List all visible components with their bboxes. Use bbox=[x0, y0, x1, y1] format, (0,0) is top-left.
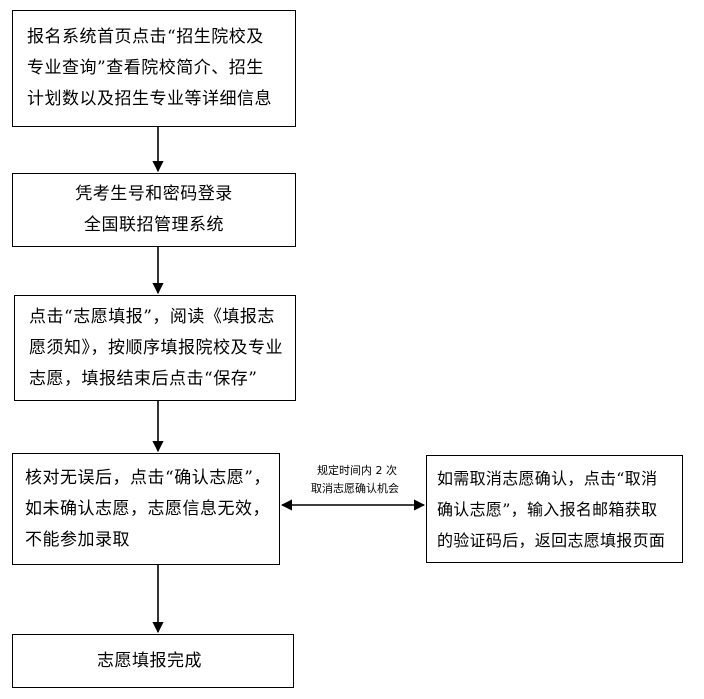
side-box-line: 确认志愿”，输入报名邮箱获取 bbox=[437, 499, 658, 519]
step-box-4-confirm-preferences: 核对无误后，点击“确认志愿”， 如未确认志愿，志愿信息无效， 不能参加录取 bbox=[12, 453, 280, 565]
step1-line: 报名系统首页点击“招生院校及 bbox=[27, 27, 264, 47]
step-box-2-login: 凭考生号和密码登录 全国联招管理系统 bbox=[12, 173, 296, 247]
step4-line: 如未确认志愿，志愿信息无效， bbox=[25, 498, 270, 519]
step-box-5-complete: 志愿填报完成 bbox=[12, 634, 294, 688]
step3-line: 点击“志愿填报”，阅读《填报志 bbox=[29, 306, 275, 327]
step3-line: 愿须知》，按顺序填报院校及专业 bbox=[29, 337, 283, 358]
step-box-3-fill-preferences: 点击“志愿填报”，阅读《填报志 愿须知》，按顺序填报院校及专业 志愿，填报结束后… bbox=[14, 295, 296, 401]
step2-line: 凭考生号和密码登录 bbox=[75, 184, 233, 204]
step2-line: 全国联招管理系统 bbox=[84, 215, 224, 235]
side-box-line: 的验证码后，返回志愿填报页面 bbox=[437, 530, 666, 550]
arrow-note-line-1: 规定时间内 2 次 bbox=[317, 464, 397, 477]
step-box-1-browse-schools: 报名系统首页点击“招生院校及 专业查询”查看院校简介、招生 计划数以及招生专业等… bbox=[12, 10, 296, 127]
step4-line: 不能参加录取 bbox=[25, 529, 130, 550]
step1-line: 专业查询”查看院校简介、招生 bbox=[27, 58, 264, 78]
step4-line: 核对无误后，点击“确认志愿”， bbox=[25, 467, 271, 488]
step1-line: 计划数以及招生专业等详细信息 bbox=[27, 89, 272, 109]
arrow-note-line-2: 取消志愿确认机会 bbox=[311, 482, 399, 495]
step5-line: 志愿填报完成 bbox=[97, 650, 202, 671]
side-box-line: 如需取消志愿确认，点击“取消 bbox=[437, 468, 658, 488]
side-box-cancel-confirmation: 如需取消志愿确认，点击“取消 确认志愿”，输入报名邮箱获取 的验证码后，返回志愿… bbox=[426, 455, 683, 563]
step3-line: 志愿，填报结束后点击“保存” bbox=[29, 368, 258, 389]
